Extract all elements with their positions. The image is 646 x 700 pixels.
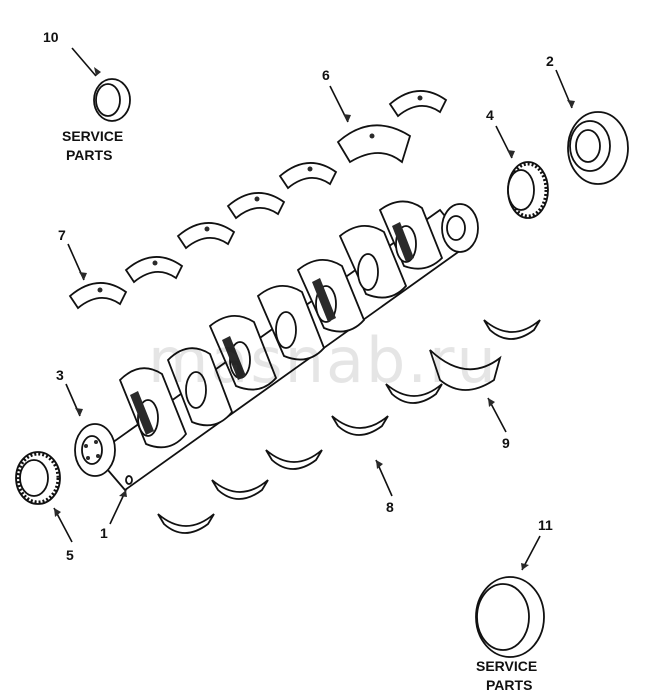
rear-seal-part-2	[567, 111, 629, 185]
bearing-shell	[385, 383, 443, 404]
callout-5: 5	[66, 547, 74, 563]
upper-bearing-shells	[68, 90, 448, 310]
callout-9: 9	[502, 435, 510, 451]
callout-3: 3	[56, 367, 64, 383]
service-label-top-line2: PARTS	[66, 147, 112, 163]
watermark-text: masnab.ru	[148, 324, 498, 397]
bearing-shell	[331, 415, 389, 436]
crankshaft-part-3	[74, 200, 479, 492]
callout-10: 10	[43, 29, 59, 45]
bearing-shell	[124, 256, 184, 284]
service-part-ring-10	[93, 78, 131, 122]
callout-8: 8	[386, 499, 394, 515]
callout-6: 6	[322, 67, 330, 83]
service-label-bottom-line1: SERVICE	[476, 658, 537, 674]
callout-7: 7	[58, 227, 66, 243]
callout-4: 4	[486, 107, 494, 123]
callout-2: 2	[546, 53, 554, 69]
bearing-shell	[176, 222, 236, 250]
service-part-ring-11	[475, 576, 545, 658]
front-seal-part-5	[15, 451, 61, 505]
leader-lines	[53, 47, 575, 571]
gear-part-4	[507, 161, 549, 219]
bearing-shell	[211, 479, 269, 500]
lower-bearing-shells	[157, 319, 541, 534]
bearing-shell	[278, 162, 338, 190]
callout-1: 1	[100, 525, 108, 541]
bearing-shell	[157, 513, 215, 534]
bearing-shell	[226, 192, 286, 220]
dowel-pin-part-1	[125, 475, 133, 485]
thrust-bearing-shell	[336, 124, 412, 164]
bearing-shell	[68, 282, 128, 310]
service-label-top-line1: SERVICE	[62, 128, 123, 144]
service-label-bottom-line2: PARTS	[486, 677, 532, 693]
bearing-shell	[388, 90, 448, 118]
callout-11: 11	[538, 517, 553, 533]
thrust-bearing-shell	[429, 349, 502, 391]
bearing-shell	[265, 449, 323, 470]
bearing-shell	[483, 319, 541, 340]
